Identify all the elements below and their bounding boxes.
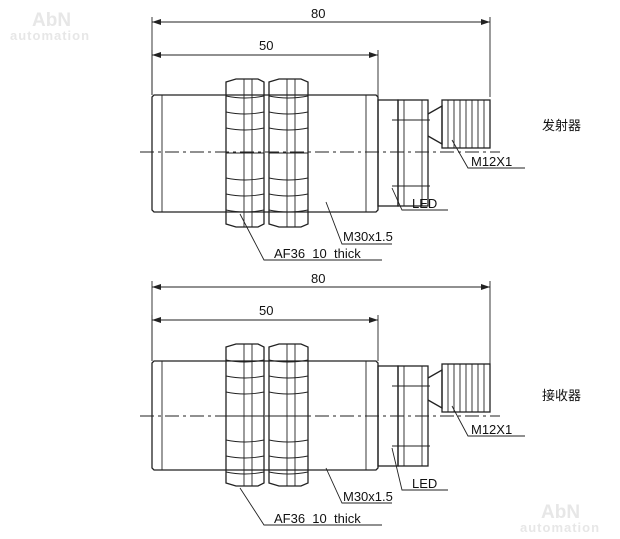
- m12-connector: [427, 99, 491, 149]
- leader-lines: [239, 139, 525, 261]
- thread-label: M30x1.5: [343, 489, 393, 504]
- lock-nut-right: [268, 343, 309, 487]
- sensor-housing: [151, 94, 379, 213]
- dimension-50: 50: [151, 303, 379, 361]
- watermark-bottom-right: AbN automation: [520, 502, 600, 535]
- nut-label: AF36 10 thick: [274, 511, 361, 526]
- lock-nut-right: [268, 78, 309, 228]
- led-label: LED: [412, 196, 437, 211]
- lock-nut-left: [225, 343, 265, 487]
- connector-label: M12X1: [471, 422, 512, 437]
- nut-label: AF36 10 thick: [274, 246, 361, 261]
- dim-thread-label: 50: [259, 38, 273, 53]
- lock-nut-left: [225, 78, 265, 228]
- dim-total-label: 80: [311, 6, 325, 21]
- dim-total-label: 80: [311, 271, 325, 286]
- leader-lines: [239, 405, 525, 526]
- svg-text:automation: automation: [520, 520, 600, 535]
- svg-text:AbN: AbN: [32, 10, 71, 31]
- transmitter-drawing: 80 50: [140, 6, 581, 261]
- dimension-80: 80: [151, 6, 491, 97]
- dim-thread-label: 50: [259, 303, 273, 318]
- dimension-50: 50: [151, 38, 379, 97]
- connector-label: M12X1: [471, 154, 512, 169]
- rear-cap: [377, 99, 430, 207]
- dimension-80: 80: [151, 271, 491, 368]
- receiver-drawing: 80 50: [140, 271, 581, 526]
- svg-text:automation: automation: [10, 28, 90, 43]
- role-label-transmitter: 发射器: [542, 118, 581, 134]
- watermark-top-left: AbN automation: [10, 10, 90, 43]
- m12-connector: [427, 363, 491, 413]
- led-label: LED: [412, 476, 437, 491]
- role-label-receiver: 接收器: [542, 388, 581, 404]
- thread-label: M30x1.5: [343, 229, 393, 244]
- svg-text:AbN: AbN: [541, 502, 580, 523]
